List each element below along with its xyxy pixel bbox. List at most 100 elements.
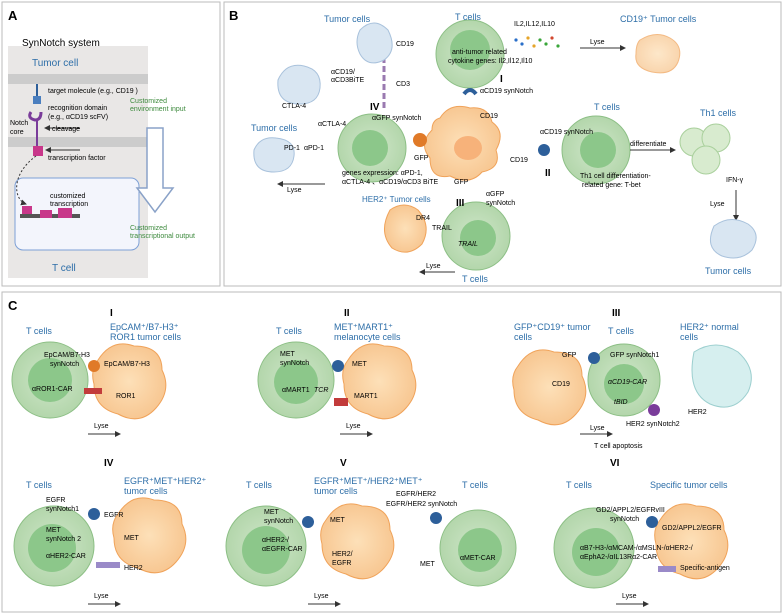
lyse-cd19: Lyse [590, 39, 605, 46]
c-IV-roman: IV [104, 458, 114, 469]
apd1-label: αPD-1 [304, 145, 324, 152]
c-II-target-1: MET⁺MART1⁺ [334, 322, 393, 332]
tumor-cell-cd19 [356, 22, 393, 64]
tumor-cell-label: Tumor cell [32, 58, 78, 69]
panel-b: B T cells IL2,IL12,IL10 Lyse CD19⁺ Tumor… [223, 1, 782, 287]
t-cells-right: T cells [594, 102, 620, 112]
c-VI-synnotch-icon [646, 516, 658, 528]
synnotch-I-icon [462, 88, 478, 96]
input-output-arrow [135, 127, 175, 214]
c-III: III GFP⁺CD19⁺ tumor cells T cells HER2⁺ … [512, 308, 752, 450]
actla4-label: αCTLA-4 [318, 121, 346, 128]
c-V-egfr-her2: EGFR/HER2 [396, 491, 436, 498]
c-III-tbid: tBID [614, 399, 628, 406]
lyse-th1: Lyse [710, 201, 725, 208]
notch-label-2: core [10, 129, 24, 136]
target-molecule-label: target molecule (e.g., CD19 ) [48, 88, 138, 95]
roman-III: III [456, 198, 465, 209]
t-cell-I-nucleus [450, 30, 490, 70]
trail-gene: TRAIL [458, 241, 478, 248]
notch-label-1: Notch [10, 120, 28, 127]
c-II-tcr: TCR [314, 387, 328, 394]
target-molecule-icon [33, 96, 41, 104]
ifn-label: IFN-γ [726, 177, 744, 184]
c-V-her2-egfr-1: HER2/ [332, 551, 353, 558]
out-2: transcriptional output [130, 233, 195, 240]
c-I-ligand: EpCAM/B7-H3 [104, 361, 150, 368]
genes-2: αCTLA-4 、αCD19/αCD3 BiTE [342, 179, 438, 186]
c-IV-egfr-synnotch-1: EGFR [46, 497, 65, 504]
c-IV-tumor-cell [112, 497, 187, 574]
acd19-bite-2: αCD3BiTE [331, 77, 365, 84]
c-III-nucleus [604, 364, 644, 404]
t-cell-III-nucleus [460, 220, 496, 256]
lyse-bottom: Lyse [426, 263, 441, 270]
agfp-bottom-1: αGFP [486, 191, 505, 198]
customized-1: customized [50, 193, 86, 200]
agfp-bottom-2: synNotch [486, 200, 515, 207]
differentiate-label: differentiate [630, 141, 667, 148]
tumor-cell-pd1 [253, 137, 295, 173]
recognition-domain-icon [28, 111, 43, 122]
panel-c-letter: C [8, 298, 18, 313]
c-VI-antigen: Specific-antigen [680, 565, 730, 572]
c-III-car: αCD19-CAR [608, 379, 647, 386]
t-cell-IV-nucleus [352, 130, 388, 166]
c-II-car: αMART1 [282, 387, 310, 394]
c-III-her2: HER2 [688, 409, 707, 416]
c-VI-car-icon [658, 566, 676, 572]
th1-cells-label: Th1 cells [700, 108, 737, 118]
c-I-t-cells: T cells [26, 326, 52, 336]
c-IV-met-synnotch-2: synNotch 2 [46, 536, 81, 543]
panel-b-letter: B [229, 8, 238, 23]
c-IV-synnotch1-icon [88, 508, 100, 520]
cytokine-dots [514, 36, 560, 48]
c-VI: VI T cells Specific tumor cells GD2/APPL… [553, 458, 730, 607]
c-III-gfp-tumor-1: GFP⁺CD19⁺ tumor [514, 322, 591, 332]
c-IV-lyse: Lyse [94, 593, 109, 600]
c-V-met-top: MET [330, 517, 346, 524]
c-V-tumor-cell [320, 503, 395, 580]
c-V-amet-car: αMET-CAR [460, 555, 496, 562]
dr4-label: DR4 [416, 215, 430, 222]
cd19-tumor-cell [635, 34, 681, 74]
c-V-met-bottom: MET [420, 561, 436, 568]
th1-cells-cluster [679, 123, 731, 175]
c-III-synnotch2-icon [648, 404, 660, 416]
env-input-1: Customized [130, 98, 167, 105]
c-III-apoptosis: T cell apoptosis [594, 443, 643, 450]
roman-I: I [500, 74, 503, 85]
tumor-cell-br [709, 219, 757, 259]
c-V-t-cells-left: T cells [246, 480, 272, 490]
gfp-bottom: GFP [454, 179, 469, 186]
c-VI-t-cells: T cells [566, 480, 592, 490]
c-II-target-2: melanocyte cells [334, 332, 401, 342]
c-V-nucleus-left [242, 526, 290, 574]
cd3-label: CD3 [396, 81, 410, 88]
tf-bound-icon [22, 206, 32, 216]
c-V-met-synnotch-1: MET [264, 509, 280, 516]
agfp-synnotch-left: αGFP synNotch [372, 115, 422, 122]
c-V-car-2: αEGFR-CAR [262, 546, 303, 553]
c-IV-met: MET [124, 535, 140, 542]
tumor-cells-left: Tumor cells [251, 123, 298, 133]
c-IV-target-2: tumor cells [124, 486, 168, 496]
c-V-roman: V [340, 458, 347, 469]
c-III-lyse: Lyse [590, 425, 605, 432]
c-III-roman: III [612, 308, 621, 319]
c-VI-ligand: GD2/APPL2/EGFR [662, 525, 722, 532]
c-III-her2-normal-1: HER2⁺ normal [680, 322, 739, 332]
panel-c: C I T cells EpCAM⁺/B7-H3⁺ ROR1 tumor cel… [1, 291, 782, 613]
synnotch-title: SynNotch system [22, 38, 100, 49]
transcription-factor-icon [33, 146, 43, 156]
ctla4-label: CTLA-4 [282, 103, 306, 110]
c-V-egfr-her2-synnotch: EGFR/HER2 synNotch [386, 501, 457, 508]
c-II-lyse: Lyse [346, 423, 361, 430]
c-III-synnotch1-icon [588, 352, 600, 364]
c-V-target-1: EGFR⁺MET⁺/HER2⁺MET⁺ [314, 476, 423, 486]
tumor-cells-br: Tumor cells [705, 266, 752, 276]
c-V: V T cells EGFR⁺MET⁺/HER2⁺MET⁺ tumor cell… [225, 458, 517, 607]
tf-translocation-arrow [16, 155, 37, 206]
tumor-cells-top: Tumor cells [324, 14, 371, 24]
anti-tumor-1: anti-tumor related [452, 49, 507, 56]
